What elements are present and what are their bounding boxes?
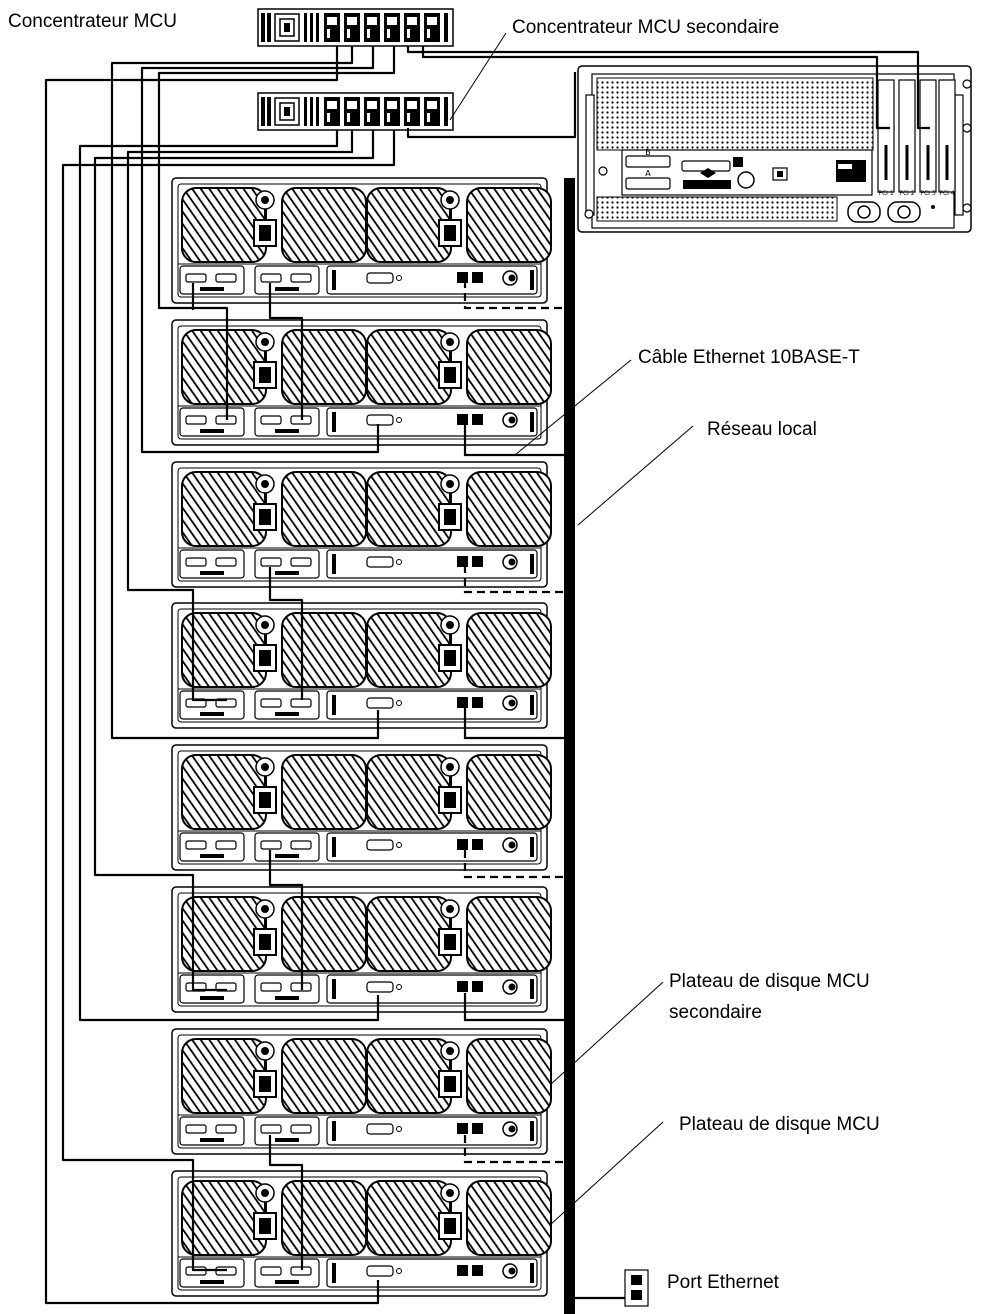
- pci-3-label: PCI 3: [920, 190, 935, 197]
- concentrator-label: Concentrateur MCU: [8, 11, 177, 32]
- mcu-concentrator-secondary: [257, 92, 454, 131]
- pci-1-label: PCI 1: [878, 190, 893, 197]
- port-a-label: A: [645, 169, 651, 178]
- tray-label: Plateau de disque MCU: [679, 1114, 880, 1135]
- disk-tray: [172, 462, 551, 587]
- disk-tray: [172, 745, 551, 870]
- disk-tray: [172, 1029, 551, 1154]
- ethernet-port-label: Port Ethernet: [667, 1272, 779, 1293]
- serial-cables: [44, 46, 930, 1305]
- disk-tray: [172, 887, 551, 1012]
- lan-backbone: [564, 178, 575, 1314]
- disk-tray: [172, 320, 551, 445]
- lan-label: Réseau local: [707, 419, 817, 440]
- tray-secondary-label-line1: Plateau de disque MCU: [669, 971, 870, 992]
- ethernet-cable-label: Câble Ethernet 10BASE-T: [638, 347, 860, 368]
- ethernet-port: [624, 1269, 649, 1307]
- concentrator-secondary-label: Concentrateur MCU secondaire: [512, 17, 780, 38]
- pci-4-label: PCI 4: [939, 190, 954, 197]
- port-b-label: B: [645, 148, 651, 157]
- tray-secondary-label-line2: secondaire: [669, 1002, 762, 1023]
- server-chassis: B A PCI 1 PCI 2 PCI 3 PCI 4: [577, 65, 972, 233]
- leader-lines: [449, 32, 694, 1226]
- disk-tray: [172, 178, 551, 303]
- disk-tray: [172, 1171, 551, 1296]
- ethernet-cables-secondary: [463, 280, 564, 1164]
- disk-tray: [172, 603, 551, 728]
- pci-2-label: PCI 2: [899, 190, 914, 197]
- mcu-concentrator: [257, 8, 454, 47]
